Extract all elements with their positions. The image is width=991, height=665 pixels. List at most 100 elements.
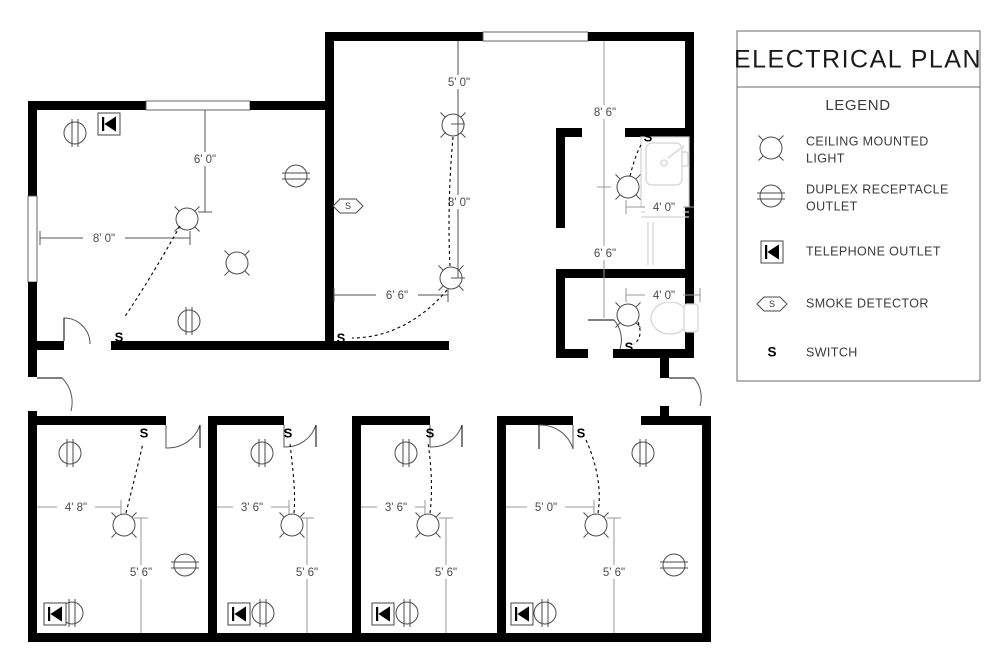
switch-run-bath-lower: [633, 321, 641, 345]
window-upper-mid: [482, 31, 589, 42]
window-upper-left: [145, 100, 251, 111]
dim-bath-upper-horizontal: 4' 0": [653, 202, 675, 214]
wall-corridor-east-b: [660, 406, 669, 425]
dim-bath-upper-vertical: 8' 6": [594, 107, 616, 119]
switch-run-room1: [125, 442, 144, 514]
wall-lower-top-a: [28, 416, 166, 425]
legend-item-1-line1: DUPLEX RECEPTACLE: [806, 182, 949, 196]
room-upper-left: 6' 0" 8' 0" S: [39, 110, 311, 344]
wall-upper-left-bottom-a: [28, 341, 64, 350]
dim-upper-mid-top: 5' 0": [448, 77, 470, 89]
legend-title: ELECTRICAL PLAN: [734, 46, 982, 74]
wall-upper-mid-bottom: [325, 341, 449, 350]
dim-room2-horizontal: 3' 6": [241, 502, 263, 514]
legend-outer-box: [736, 30, 981, 382]
dim-upper-mid-vertical: 8' 0": [448, 197, 470, 209]
room-lower-3: 3' 6" 5' 6" S: [361, 425, 465, 633]
wall-upper-left-west-a: [28, 101, 37, 196]
wall-upper-left-west-b: [28, 282, 37, 350]
wall-bath-bottom-b: [613, 349, 694, 358]
door-arc-room1: [165, 424, 201, 449]
switch-run-room2: [289, 442, 296, 514]
wall-bath-upper-top: [625, 128, 694, 137]
wall-lower-bottom: [28, 633, 711, 642]
wall-upper-mid-top-b: [588, 32, 694, 41]
telephone-outlet-icon: [227, 602, 251, 626]
dim-room1-horizontal: 4' 8": [65, 502, 87, 514]
switch-run-room3: [427, 442, 433, 514]
switch-label-room1: S: [140, 425, 149, 440]
wall-upper-mid-top-a: [325, 32, 483, 41]
wall-bath-jog-top: [556, 128, 582, 137]
wall-lower-partition-1: [208, 416, 217, 642]
sink-fixture-icon: [640, 136, 690, 265]
telephone-outlet-icon: [510, 602, 534, 626]
dim-room3-horizontal: 3' 6": [385, 502, 407, 514]
door-arc-corridor-east: [669, 377, 702, 407]
switch-run-between-lights: [448, 136, 454, 267]
switch-label-upper-mid: S: [337, 330, 346, 345]
wall-upper-left-bottom-b: [111, 341, 334, 350]
wall-lower-partition-2: [352, 416, 361, 642]
wall-upper-left-top-b: [250, 101, 334, 110]
legend-item-0-line1: CEILING MOUNTED: [806, 134, 929, 148]
wall-lower-west: [28, 416, 37, 642]
legend-item-4-line1: SWITCH: [806, 345, 858, 359]
telephone-outlet-icon: [371, 602, 395, 626]
dim-room3-vertical: 5' 6": [435, 567, 457, 579]
bathrooms: 8' 6" 6' 6" 4' 0" S 4' 0" S: [586, 41, 701, 354]
door-arc-bath-lower: [588, 319, 622, 350]
door-arc-upper-left: [63, 317, 91, 345]
wall-lower-top-d: [360, 416, 430, 425]
wall-upper-mid-west: [325, 32, 334, 350]
legend-telephone-outlet-icon: [760, 240, 784, 264]
switch-label-room4: S: [577, 425, 586, 440]
wall-lower-partition-3: [497, 416, 506, 642]
dim-room2-vertical: 5' 6": [296, 567, 318, 579]
dim-bath-lower-vertical: 6' 6": [594, 248, 616, 260]
wall-lower-top-f: [505, 416, 573, 425]
legend-item-0-line2: LIGHT: [806, 151, 845, 165]
switch-label-bath-lower: S: [625, 339, 634, 354]
switch-label-room2: S: [284, 425, 293, 440]
wall-bath-west-b: [556, 269, 565, 358]
dim-bath-lower-horizontal: 4' 0": [653, 290, 675, 302]
dim-upper-left-horizontal: 8' 0": [93, 233, 115, 245]
wall-upper-left-top-a: [28, 101, 146, 110]
room-lower-1: 4' 8" 5' 6" S: [37, 425, 200, 633]
room-lower-4: 5' 0" 5' 6" S: [506, 425, 689, 633]
legend-heading: LEGEND: [825, 97, 890, 114]
dim-upper-left-vertical: 6' 0": [194, 154, 216, 166]
plumbing-fixtures: [640, 136, 699, 335]
wall-lower-top-g: [641, 416, 711, 425]
door-arc-room2: [283, 424, 317, 448]
switch-run-upper-mid: [351, 289, 448, 339]
lower-section-walls: [28, 341, 711, 642]
room-lower-2: 3' 6" 5' 6" S: [217, 425, 326, 633]
dim-room1-vertical: 5' 6": [130, 567, 152, 579]
dim-room4-horizontal: 5' 0": [535, 502, 557, 514]
wall-lower-top-b: [208, 416, 284, 425]
legend-item-3-line1: SMOKE DETECTOR: [806, 296, 929, 310]
dim-upper-mid-horizontal: 6' 6": [386, 290, 408, 302]
wall-bath-divider: [556, 269, 694, 278]
toilet-fixture-icon: [650, 301, 699, 335]
door-arc-corridor-west: [37, 377, 73, 412]
door-swings: [37, 317, 702, 450]
telephone-outlet-icon: [43, 602, 67, 626]
wall-lower-east: [702, 416, 711, 642]
room-upper-mid: 5' 0" 8' 0" 6' 6" S: [332, 41, 478, 345]
switch-label-bath-upper: S: [644, 129, 653, 144]
legend-title-box: [736, 30, 981, 88]
wall-bath-bottom-a: [556, 349, 588, 358]
legend-switch-icon: S: [767, 345, 776, 360]
wall-corridor-east-a: [660, 358, 669, 378]
switch-run-bath-upper: [629, 142, 643, 177]
legend-item-2-line1: TELEPHONE OUTLET: [806, 244, 941, 258]
switch-run-upper-left: [123, 225, 181, 319]
window-upper-left-west: [27, 195, 38, 283]
switch-label-room3: S: [426, 425, 435, 440]
telephone-outlet-icon: [97, 112, 121, 136]
switch-label-upper-left: S: [115, 329, 124, 344]
